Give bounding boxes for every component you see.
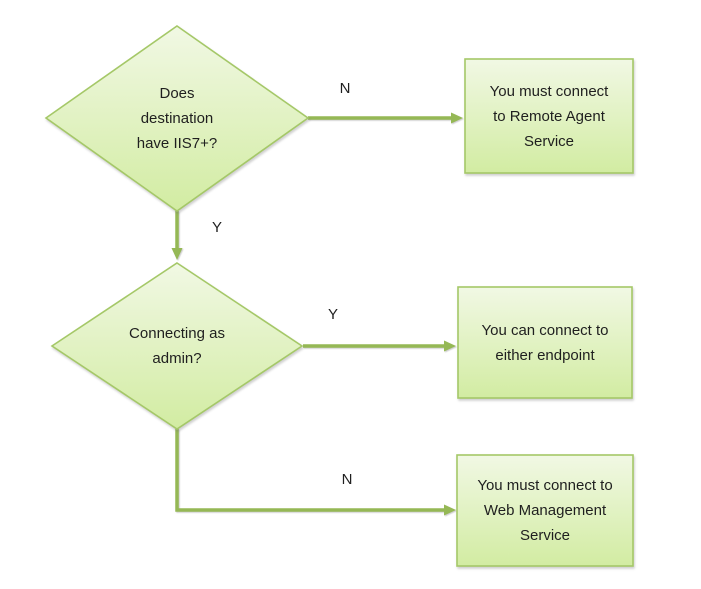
decision-admin-label: Connecting as admin? (129, 325, 225, 367)
result-box-web-management (456, 454, 634, 567)
arrowhead-right-icon (451, 112, 463, 124)
result-either-endpoint-label: You can connect to either endpoint (481, 321, 609, 364)
edge-iis7-yes (171, 211, 183, 260)
edge-label-iis7-yes: Y (211, 219, 222, 236)
result-box-remote-agent (464, 58, 634, 174)
result-box-either-endpoint (457, 286, 633, 399)
result-remote-agent-label: You must connect to Remote Agent Service (489, 82, 609, 150)
edge-label-admin-no: N (341, 471, 353, 488)
arrowhead-right-icon (444, 504, 456, 516)
decision-iis7-label: Does destination have IIS7+? (136, 84, 218, 152)
result-web-management-label: You must connect to Web Management Servi… (477, 477, 613, 544)
arrowhead-down-icon (171, 248, 183, 260)
arrowhead-right-icon (444, 340, 456, 352)
edge-admin-no (175, 429, 456, 516)
edge-admin-yes (303, 340, 456, 352)
decision-diamond-iis7 (44, 25, 310, 212)
edge-iis7-no (308, 112, 463, 124)
edge-label-iis7-no: N (339, 80, 351, 97)
decision-diamond-admin (50, 262, 304, 430)
edge-label-admin-yes: Y (327, 306, 338, 323)
